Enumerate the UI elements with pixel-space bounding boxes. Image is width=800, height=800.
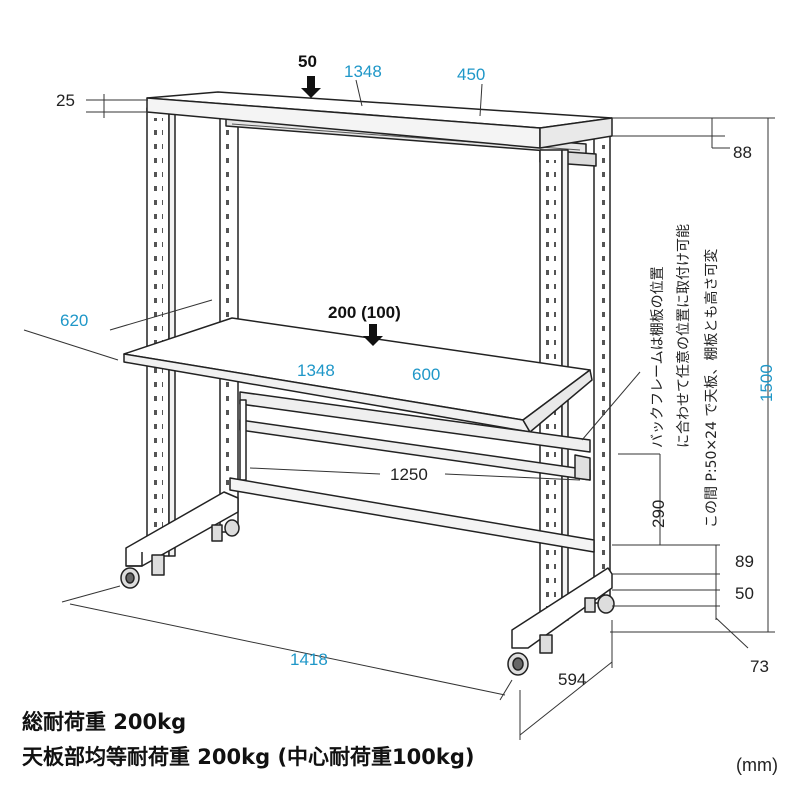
left-base (120, 491, 240, 589)
spec-top-load: 天板部均等耐荷重 200kg (中心耐荷重100kg) (22, 745, 475, 769)
rack-drawing (120, 91, 615, 676)
note-line-1: バックフレームは棚板の位置 (650, 266, 666, 448)
dim-height-290: 290 (649, 500, 668, 528)
bottom-stretcher (229, 477, 595, 553)
dim-base-depth: 594 (558, 670, 586, 689)
spec-total-load: 総耐荷重 200kg (22, 710, 187, 734)
dim-desk-offset: 620 (60, 311, 88, 330)
top-load-arrow-icon (301, 76, 321, 98)
dim-desk-depth: 600 (412, 365, 440, 384)
desk-load-arrow-icon (363, 324, 383, 346)
dim-height-50: 50 (735, 584, 754, 603)
dim-inner-width: 1250 (390, 465, 428, 484)
note-line-3: この間 P:50×24 で天板、棚板とも高さ可変 (703, 249, 720, 528)
top-load-label: 50 (298, 52, 317, 71)
dim-height-total: 1500 (757, 364, 776, 402)
dim-top-thickness: 25 (56, 91, 75, 110)
dim-height-73: 73 (750, 657, 769, 676)
front-left-upright (146, 107, 176, 557)
dim-desk-width: 1348 (297, 361, 335, 380)
load-arrows (301, 76, 383, 346)
dimension-lines (23, 79, 775, 740)
desk-shelf (123, 317, 593, 433)
unit-label: (mm) (736, 755, 778, 775)
dim-right-88: 88 (733, 143, 752, 162)
dim-base-width: 1418 (290, 650, 328, 669)
back-right-upright (593, 134, 611, 604)
dim-top-width: 1348 (344, 62, 382, 81)
note-line-2: に合わせて任意の位置に取付け可能 (675, 224, 692, 448)
right-base (507, 567, 615, 676)
desk-load-label: 200 (100) (328, 303, 401, 322)
top-shelf (146, 91, 613, 149)
dim-top-depth: 450 (457, 65, 485, 84)
dim-height-89: 89 (735, 552, 754, 571)
